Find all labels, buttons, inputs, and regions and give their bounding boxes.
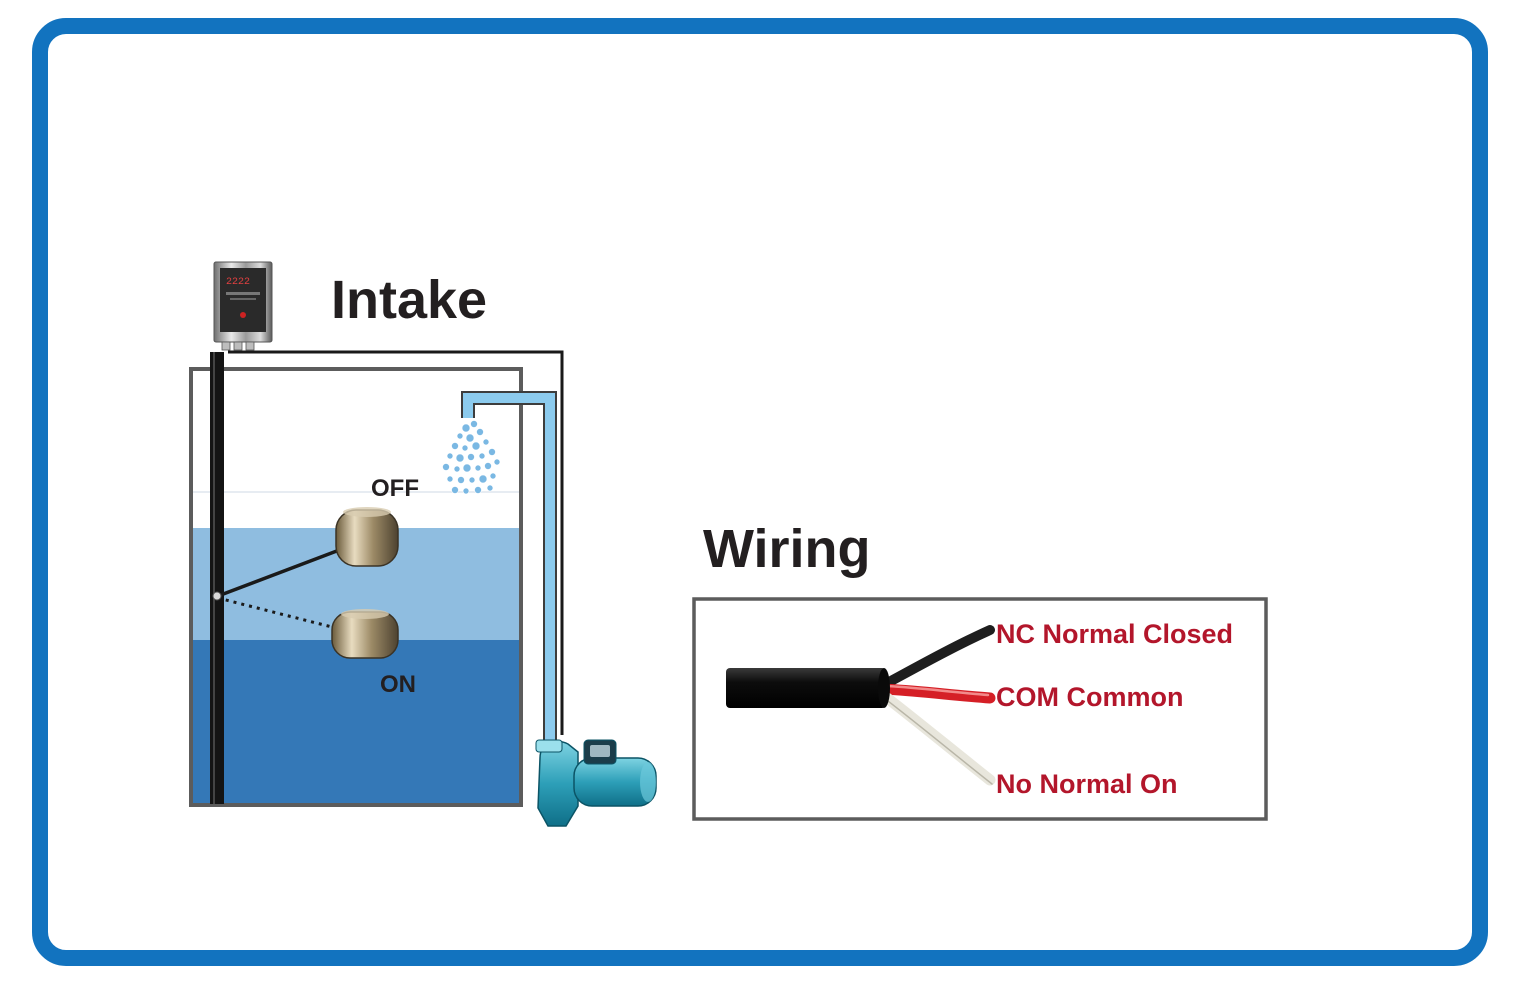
controller-box: 2222 <box>213 261 273 351</box>
cable-jacket <box>726 668 886 708</box>
float-switch-stem <box>210 352 224 804</box>
float-arm-on-dotted <box>217 596 333 629</box>
water-pipe <box>461 391 557 740</box>
wire-label-no: No Normal On <box>996 769 1178 799</box>
wire-no-white <box>876 688 996 786</box>
stem-highlight <box>213 352 215 804</box>
float-ball-on <box>331 609 399 659</box>
wire-label-nc: NC Normal Closed <box>996 619 1233 649</box>
float-arm-off <box>217 547 343 598</box>
off-label: OFF <box>371 475 419 502</box>
intake-title: Intake <box>331 270 487 330</box>
controller-power-light <box>240 312 246 318</box>
water-lower-layer <box>192 640 520 804</box>
tank-outline <box>189 367 523 807</box>
wiring-title: Wiring <box>703 519 870 579</box>
wire-com-red-highlight <box>883 684 990 697</box>
control-wire <box>228 350 564 735</box>
wire-label-com: COM Common <box>996 682 1183 712</box>
arm-pivot <box>212 591 222 601</box>
water-tank <box>189 367 523 807</box>
on-label: ON <box>380 671 416 698</box>
controller-display: 2222 <box>226 277 250 288</box>
water-spray-icon <box>442 420 501 495</box>
wire-no-white-edge <box>883 697 993 785</box>
cable-end <box>878 668 890 708</box>
water-pump-icon <box>535 739 657 827</box>
float-ball-off <box>335 507 399 567</box>
